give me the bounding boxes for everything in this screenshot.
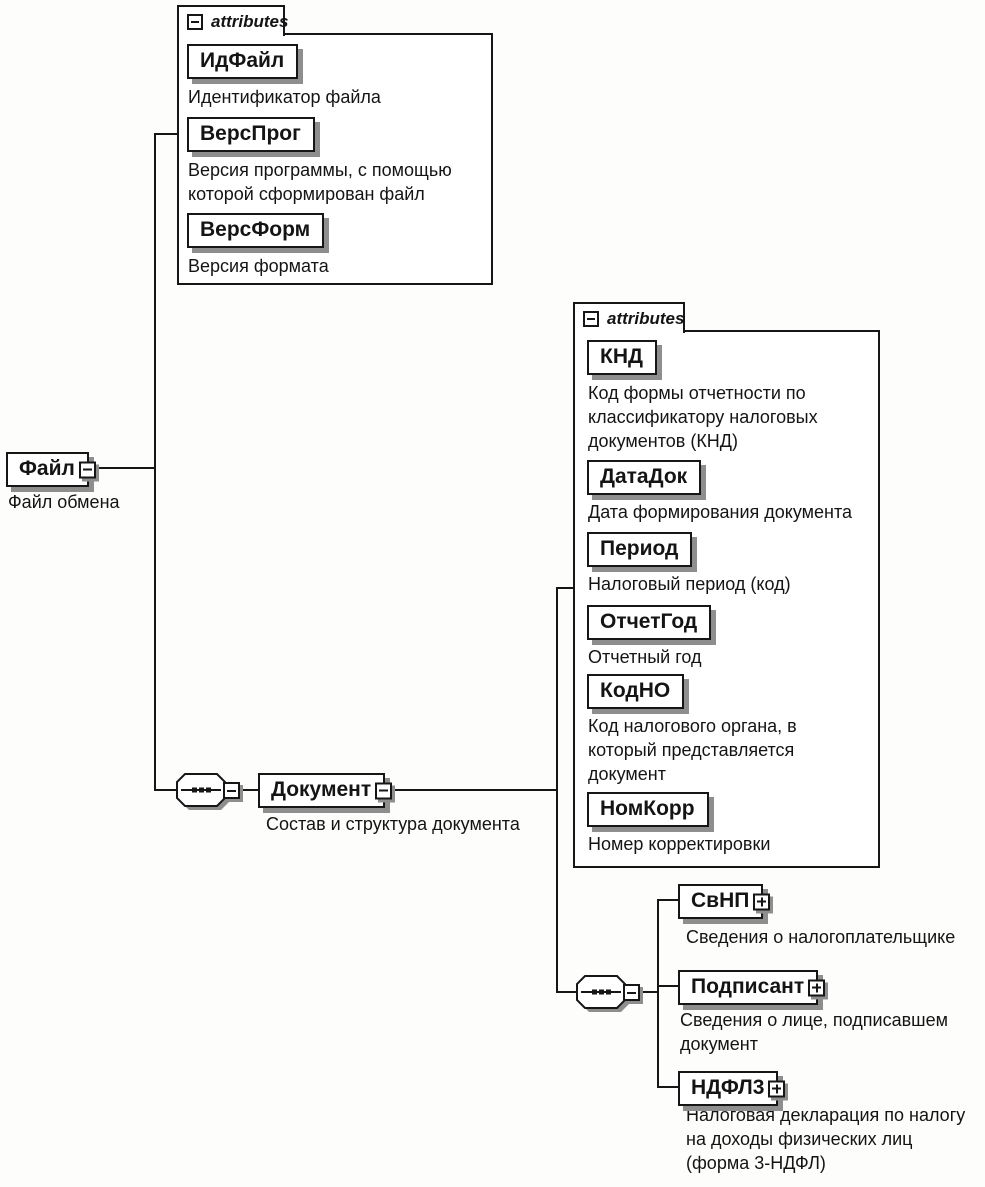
attribute-versprog-name: ВерсПрог bbox=[200, 122, 301, 145]
connector-line bbox=[657, 1086, 682, 1088]
element-ndfl3-annotation: Налоговая декларация по налогу на доходы… bbox=[686, 1105, 966, 1173]
connector-line bbox=[237, 789, 262, 791]
attribute-versprog-annotation: Версия программы, с помощью которой сфор… bbox=[188, 160, 452, 204]
attribute-versform-annotation: Версия формата bbox=[188, 256, 329, 276]
attribute-period-name: Период bbox=[600, 537, 679, 560]
attribute-nomkorr-name: НомКорр bbox=[600, 797, 695, 820]
collapse-icon[interactable] bbox=[375, 782, 393, 799]
attributes-tab-label: attributes bbox=[211, 11, 289, 31]
element-svnp-name: СвНП bbox=[691, 889, 750, 912]
element-fajl[interactable]: Файл bbox=[6, 452, 96, 487]
connector-line bbox=[556, 991, 578, 993]
collapse-icon[interactable] bbox=[187, 13, 203, 30]
expand-icon[interactable] bbox=[753, 893, 771, 910]
attribute-otchetgod[interactable]: ОтчетГод bbox=[587, 605, 712, 640]
connector-line bbox=[154, 133, 156, 790]
element-dokument-annotation: Состав и структура документа bbox=[266, 814, 520, 834]
document-attributes-box bbox=[573, 330, 880, 868]
element-svnp[interactable]: СвНП bbox=[678, 884, 771, 919]
attribute-knd-annotation: Код формы отчетности по классификатору н… bbox=[588, 383, 818, 451]
element-dokument-name: Документ bbox=[271, 778, 372, 801]
connector-line bbox=[657, 985, 682, 987]
attribute-datadok-name: ДатаДок bbox=[600, 465, 688, 488]
attribute-kodno[interactable]: КодНО bbox=[587, 674, 685, 709]
expand-icon[interactable] bbox=[808, 979, 826, 996]
attribute-otchetgod-name: ОтчетГод bbox=[600, 610, 698, 633]
attribute-idfajl-name: ИдФайл bbox=[200, 49, 285, 72]
connector-line bbox=[556, 587, 558, 993]
expand-icon[interactable] bbox=[768, 1080, 786, 1097]
connector-line bbox=[390, 789, 558, 791]
collapse-icon[interactable] bbox=[623, 984, 640, 1001]
element-ndfl3-name: НДФЛ3 bbox=[691, 1076, 765, 1099]
attribute-kodno-name: КодНО bbox=[600, 679, 671, 702]
attribute-versform-name: ВерсФорм bbox=[200, 218, 311, 241]
attribute-datadok[interactable]: ДатаДок bbox=[587, 460, 702, 495]
attributes-tab-label: attributes bbox=[607, 308, 685, 328]
sequence-compositor[interactable] bbox=[572, 971, 630, 1018]
connector-line bbox=[154, 133, 179, 135]
element-fajl-annotation: Файл обмена bbox=[8, 492, 120, 512]
attribute-nomkorr-annotation: Номер корректировки bbox=[588, 834, 771, 854]
attribute-datadok-annotation: Дата формирования документа bbox=[588, 502, 853, 522]
element-svnp-annotation: Сведения о налогоплательщике bbox=[686, 927, 956, 947]
attribute-nomkorr[interactable]: НомКорр bbox=[587, 792, 709, 827]
connector-line bbox=[657, 899, 682, 901]
attribute-idfajl-annotation: Идентификатор файла bbox=[188, 87, 381, 107]
collapse-icon[interactable] bbox=[223, 782, 240, 799]
document-attributes-tab: attributes bbox=[573, 302, 685, 333]
attribute-knd-name: КНД bbox=[600, 345, 643, 368]
element-dokument[interactable]: Документ bbox=[258, 773, 393, 808]
connector-line bbox=[637, 991, 658, 993]
connector-line bbox=[88, 467, 156, 469]
element-ndfl3[interactable]: НДФЛ3 bbox=[678, 1071, 786, 1106]
collapse-icon[interactable] bbox=[78, 461, 96, 478]
attribute-kodno-annotation: Код налогового органа, в который предста… bbox=[588, 716, 797, 784]
element-podpisant[interactable]: Подписант bbox=[678, 970, 826, 1005]
connector-line bbox=[556, 587, 578, 589]
collapse-icon[interactable] bbox=[583, 310, 599, 327]
attribute-period-annotation: Налоговый период (код) bbox=[588, 574, 791, 594]
attribute-period[interactable]: Период bbox=[587, 532, 693, 567]
connector-line bbox=[657, 899, 659, 1088]
sequence-compositor[interactable] bbox=[172, 769, 230, 816]
file-attributes-tab: attributes bbox=[177, 5, 289, 36]
attribute-otchetgod-annotation: Отчетный год bbox=[588, 647, 702, 667]
attribute-versprog[interactable]: ВерсПрог bbox=[187, 117, 315, 152]
element-podpisant-name: Подписант bbox=[691, 975, 805, 998]
element-fajl-name: Файл bbox=[19, 457, 75, 480]
attribute-knd[interactable]: КНД bbox=[587, 340, 657, 375]
element-podpisant-annotation: Сведения о лице, подписавшем документ bbox=[680, 1010, 948, 1054]
connector-line bbox=[154, 789, 177, 791]
attribute-versform[interactable]: ВерсФорм bbox=[187, 213, 325, 248]
attribute-idfajl[interactable]: ИдФайл bbox=[187, 44, 299, 79]
